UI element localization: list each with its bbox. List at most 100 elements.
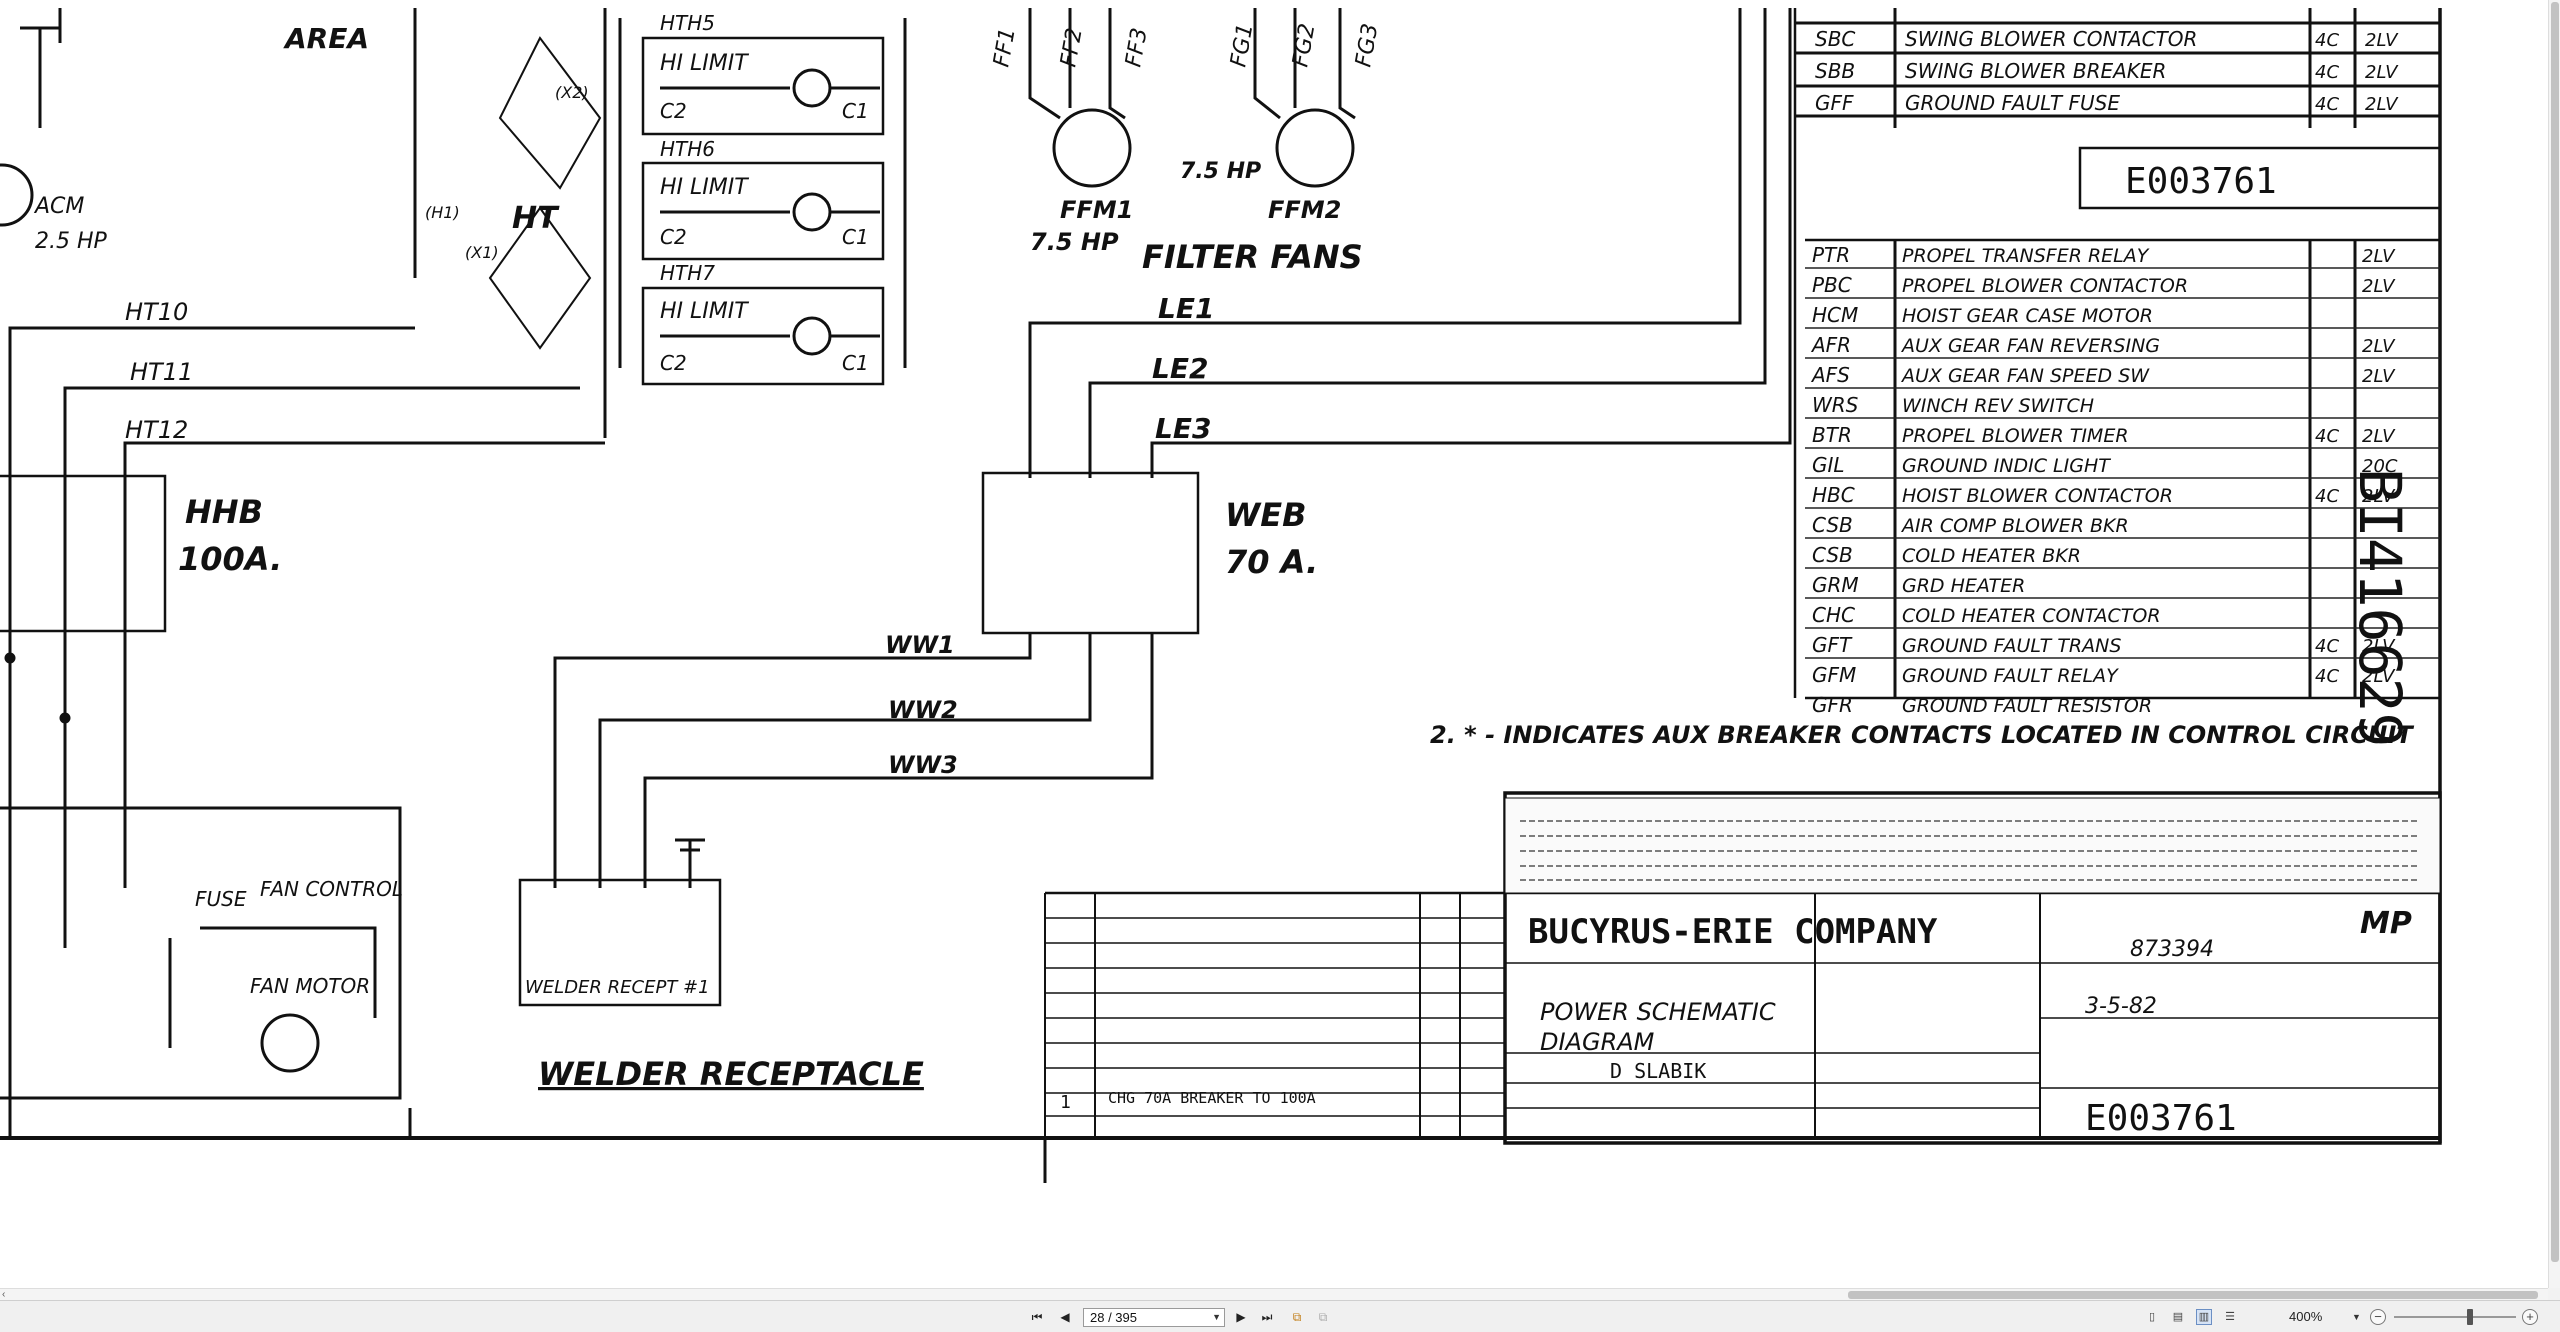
table-main-desc-15: GROUND FAULT RESISTOR <box>1902 695 2152 717</box>
heater-7-c2: C2 <box>660 351 687 375</box>
approval-initials: MP <box>2360 906 2412 941</box>
copy-page-icon[interactable]: ⧉ <box>1318 1310 1328 1324</box>
heater-5-c2: C2 <box>660 99 687 123</box>
table-main-a-13: 4C <box>2315 636 2339 657</box>
heater-7-c1: C1 <box>842 351 869 375</box>
revision-number: 1 <box>1060 1092 1071 1113</box>
fg3-label: FG3 <box>1351 22 1383 69</box>
single-page-view-icon[interactable]: ▯ <box>2148 1311 2156 1323</box>
acm-hp: 2.5 HP <box>35 229 108 254</box>
drawn-by: D SLABIK <box>1610 1059 1706 1083</box>
first-page-icon[interactable]: ⏮ <box>1031 1310 1043 1324</box>
table-main-code-6: BTR <box>1812 423 1852 447</box>
table-main-v-13: 2LV <box>2362 636 2396 657</box>
table-main-desc-3: AUX GEAR FAN REVERSING <box>1900 335 2160 357</box>
transformer-h1: (H1) <box>425 203 460 222</box>
zoom-level[interactable]: 400% <box>2289 1309 2323 1324</box>
ffm2-hp: 7.5 HP <box>1180 159 1261 184</box>
heater-5-limit: HI LIMIT <box>660 51 749 76</box>
heater-7-name: HTH7 <box>660 261 715 285</box>
fg2-label: FG2 <box>1288 22 1320 69</box>
hhb-rating: 100A. <box>178 540 282 578</box>
table-main-code-3: AFR <box>1810 333 1851 357</box>
table-main-code-0: PTR <box>1812 243 1850 267</box>
horizontal-scrollbar-thumb[interactable] <box>1848 1291 2538 1299</box>
status-bar: ⏮ ◀ 28 / 395 ▼ ▶ ⏭ ⧉ ⧉ ▯ ▤ ▥ ☰ 400% ▼ − … <box>0 1300 2560 1332</box>
table-main-desc-10: COLD HEATER BKR <box>1902 545 2081 567</box>
page-indicator-text: 28 / 395 <box>1090 1310 1137 1325</box>
wire-ww3: WW3 <box>888 751 958 779</box>
company-name: BUCYRUS-ERIE COMPANY <box>1528 912 1938 952</box>
table-top-desc-1: SWING BLOWER BREAKER <box>1905 59 2166 83</box>
table-top-v-1: 2LV <box>2365 62 2399 83</box>
table-top-a-1: 4C <box>2315 62 2339 83</box>
table-top-code-0: SBC <box>1815 27 1855 51</box>
vertical-scrollbar[interactable] <box>2548 0 2560 1288</box>
job-number: 873394 <box>2130 937 2214 962</box>
scroll-left-arrow-icon[interactable]: ‹ <box>2 1289 6 1300</box>
book-view-icon[interactable]: ☰ <box>2225 1311 2235 1323</box>
hhb-name: HHB <box>185 493 263 531</box>
heater-6-c2: C2 <box>660 225 687 249</box>
document-canvas[interactable]: AREA ACM 2.5 HP HTH5 HI LIMIT C2 C1 HTH6… <box>0 0 2548 1288</box>
table-main-desc-11: GRD HEATER <box>1902 575 2025 597</box>
table-main-v-6: 2LV <box>2362 426 2396 447</box>
heater-6-c1: C1 <box>842 225 869 249</box>
fan-motor-label: FAN MOTOR <box>250 974 370 998</box>
schematic-drawing <box>0 8 2442 1183</box>
zoom-out-icon[interactable]: − <box>2370 1309 2386 1325</box>
zoom-slider-thumb[interactable] <box>2466 1309 2473 1325</box>
heater-6-limit: HI LIMIT <box>660 175 749 200</box>
zoom-dropdown-arrow-icon[interactable]: ▼ <box>2352 1312 2361 1322</box>
table-main-code-12: CHC <box>1812 603 1855 627</box>
ffm2-label: FFM2 <box>1268 196 1341 224</box>
next-page-icon[interactable]: ▶ <box>1236 1310 1246 1324</box>
vertical-scrollbar-thumb[interactable] <box>2551 2 2559 1262</box>
table-main-desc-7: GROUND INDIC LIGHT <box>1902 455 2111 477</box>
table-main-code-10: CSB <box>1812 543 1853 567</box>
ffm1-label: FFM1 <box>1060 196 1133 224</box>
doc-number-bottom: E003761 <box>2085 1098 2237 1139</box>
welder-receptacle-title: WELDER RECEPTACLE <box>538 1055 924 1093</box>
page-number-field[interactable]: 28 / 395 ▼ <box>1083 1308 1225 1327</box>
table-top-a-0: 4C <box>2315 30 2339 51</box>
wire-ww1: WW1 <box>885 631 955 659</box>
table-top-desc-0: SWING BLOWER CONTACTOR <box>1905 27 2197 51</box>
drawing-date: 3-5-82 <box>2085 994 2157 1019</box>
table-main-desc-6: PROPEL BLOWER TIMER <box>1902 425 2129 447</box>
area-label: AREA <box>283 22 369 55</box>
table-main-a-14: 4C <box>2315 666 2339 687</box>
transformer-label: HT <box>512 201 560 236</box>
table-main-desc-5: WINCH REV SWITCH <box>1902 395 2094 417</box>
fan-fuse-label: FUSE <box>195 887 247 911</box>
table-main-desc-1: PROPEL BLOWER CONTACTOR <box>1902 275 2188 297</box>
zoom-slider-track[interactable] <box>2394 1316 2516 1318</box>
zoom-in-icon[interactable]: + <box>2522 1309 2538 1325</box>
table-main-v-4: 2LV <box>2362 366 2396 387</box>
table-main-code-5: WRS <box>1812 393 1859 417</box>
heater-5-c1: C1 <box>842 99 869 123</box>
ff1-label: FF1 <box>989 26 1020 69</box>
table-main-desc-13: GROUND FAULT TRANS <box>1902 635 2121 657</box>
table-top-v-0: 2LV <box>2365 30 2399 51</box>
table-main-desc-9: AIR COMP BLOWER BKR <box>1900 515 2129 537</box>
two-page-view-icon[interactable]: ▥ <box>2196 1309 2212 1325</box>
schematic-labels: AREA ACM 2.5 HP HTH5 HI LIMIT C2 C1 HTH6… <box>33 11 2414 1139</box>
previous-page-icon[interactable]: ◀ <box>1060 1310 1070 1324</box>
heater-6-name: HTH6 <box>660 137 715 161</box>
page-dropdown-arrow-icon[interactable]: ▼ <box>1212 1312 1221 1322</box>
table-top-a-2: 4C <box>2315 94 2339 115</box>
table-main-code-2: HCM <box>1812 303 1858 327</box>
last-page-icon[interactable]: ⏭ <box>1261 1310 1273 1324</box>
table-top-desc-2: GROUND FAULT FUSE <box>1905 91 2120 115</box>
schematic-page: AREA ACM 2.5 HP HTH5 HI LIMIT C2 C1 HTH6… <box>0 8 2548 1288</box>
continuous-view-icon[interactable]: ▤ <box>2172 1311 2184 1323</box>
export-page-icon[interactable]: ⧉ <box>1292 1310 1302 1324</box>
table-main-code-11: GRM <box>1812 573 1859 597</box>
table-main-v-8: 2LV <box>2362 486 2396 507</box>
horizontal-scrollbar[interactable]: ‹ <box>0 1288 2548 1300</box>
table-main-desc-8: HOIST BLOWER CONTACTOR <box>1902 485 2173 507</box>
wire-ht11: HT11 <box>130 358 193 386</box>
table-main-desc-14: GROUND FAULT RELAY <box>1902 665 2119 687</box>
